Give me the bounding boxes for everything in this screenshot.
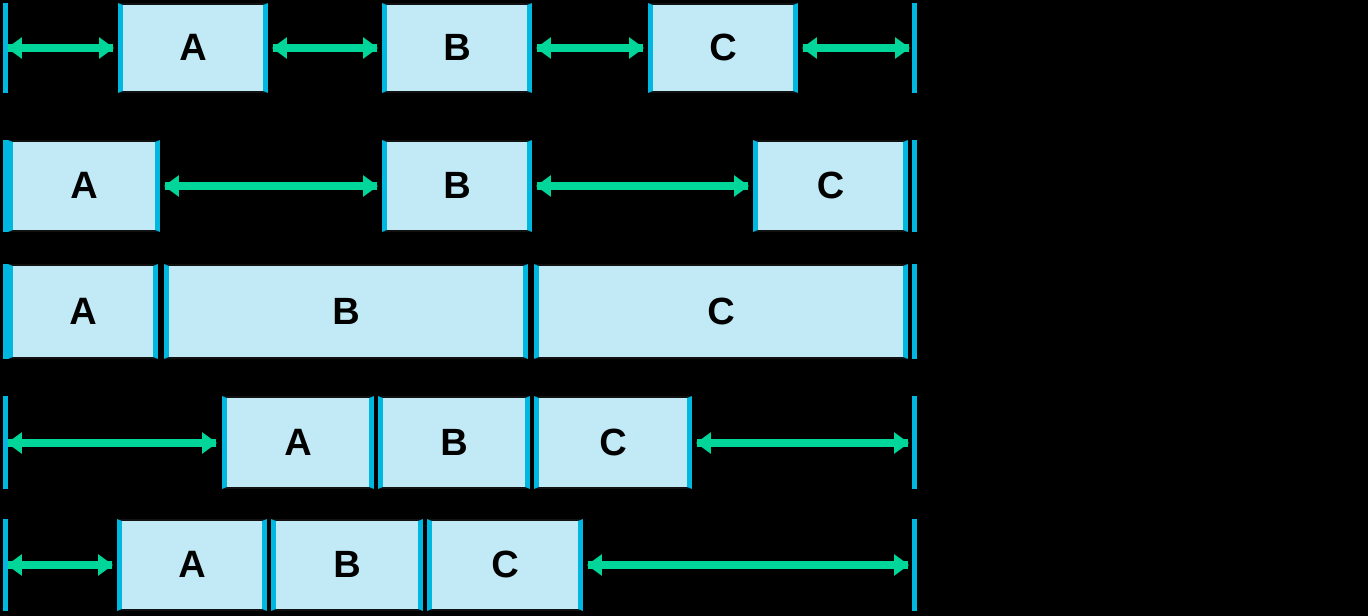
flex-item-b: B: [378, 396, 530, 489]
flex-item-label: A: [70, 165, 98, 207]
flex-item-label: A: [284, 421, 312, 464]
flex-item-label: C: [707, 290, 735, 333]
flex-item-label: B: [443, 27, 471, 69]
flex-item-b: B: [271, 519, 423, 611]
flex-item-label: B: [443, 165, 471, 207]
gap-arrow-2: [273, 44, 377, 52]
flex-item-label: C: [491, 544, 519, 586]
container-edge-right: [912, 3, 917, 93]
flex-item-a: A: [8, 264, 158, 359]
flex-row-center: A B C: [0, 396, 920, 489]
gap-arrow-1: [8, 438, 216, 447]
flex-item-c: C: [534, 396, 692, 489]
gap-arrow-3: [537, 44, 643, 52]
flex-item-b: B: [382, 140, 532, 232]
gap-arrow-1: [8, 44, 113, 52]
flex-item-c: C: [753, 140, 908, 232]
flex-item-label: A: [69, 290, 97, 333]
flex-item-c: C: [648, 3, 798, 93]
gap-arrow-1: [165, 182, 377, 190]
flex-row-flex-start: A B C: [0, 519, 920, 611]
gap-arrow-1: [8, 561, 112, 569]
container-edge-left: [3, 264, 8, 359]
flex-item-b: B: [164, 264, 528, 359]
container-edge-right: [912, 396, 917, 489]
container-edge-left: [3, 3, 8, 93]
container-edge-right: [912, 140, 917, 232]
flex-item-label: B: [440, 421, 468, 464]
gap-arrow-4: [803, 44, 909, 52]
flex-item-c: C: [427, 519, 583, 611]
flex-item-a: A: [117, 519, 267, 611]
flex-item-b: B: [382, 3, 532, 93]
container-edge-right: [912, 519, 917, 611]
flex-row-space-between: A B C: [0, 140, 920, 232]
flex-item-label: C: [816, 165, 845, 207]
flex-item-a: A: [8, 140, 160, 232]
container-edge-left: [3, 519, 8, 611]
flex-item-label: B: [332, 290, 360, 333]
container-edge-right: [912, 264, 917, 359]
flex-row-stretch: A B C: [0, 264, 920, 359]
container-edge-left: [3, 396, 8, 489]
flex-item-a: A: [118, 3, 268, 93]
flex-item-label: A: [179, 27, 207, 69]
flex-item-c: C: [534, 264, 908, 359]
flex-item-a: A: [222, 396, 374, 489]
flex-item-label: A: [178, 544, 206, 586]
flex-item-label: B: [333, 544, 361, 586]
flex-row-space-around: A B C: [0, 3, 920, 93]
gap-arrow-2: [588, 561, 908, 569]
flex-item-label: C: [599, 421, 627, 464]
flex-item-label: C: [709, 27, 737, 69]
gap-arrow-2: [537, 182, 748, 190]
container-edge-left: [3, 140, 8, 232]
gap-arrow-2: [697, 438, 908, 447]
